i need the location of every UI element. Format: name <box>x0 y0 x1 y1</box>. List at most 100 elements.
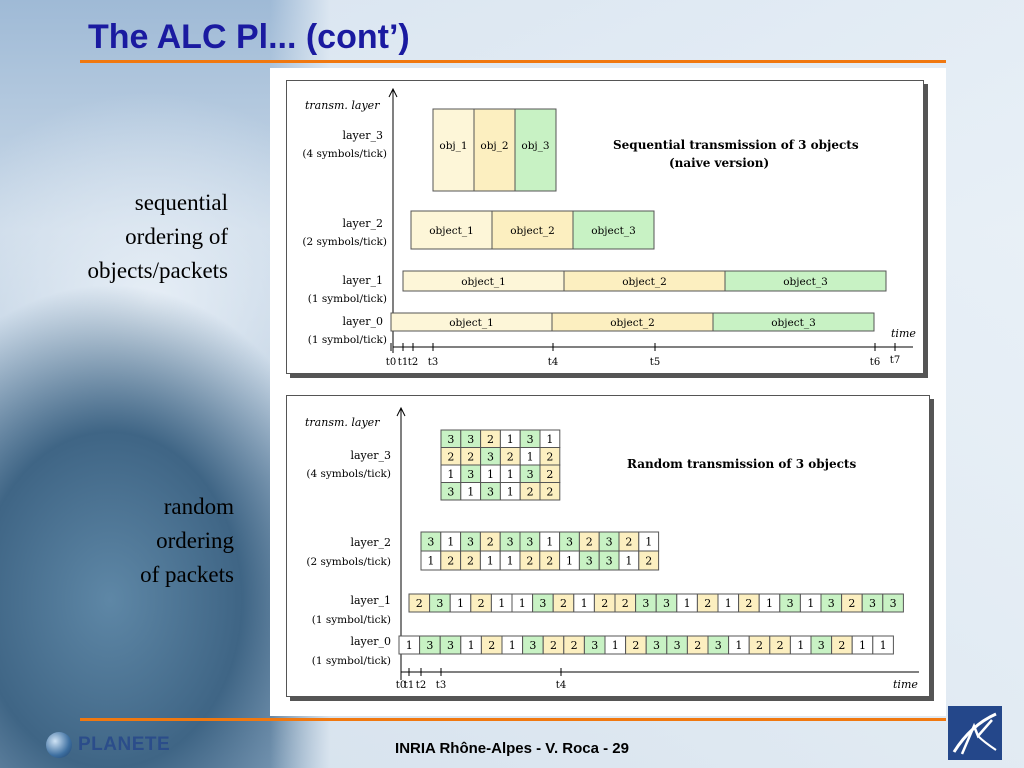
slide-title: The ALC Pl... (cont’) <box>88 18 410 56</box>
symbol-value: 2 <box>467 450 474 463</box>
symbol-value: 1 <box>507 555 514 568</box>
symbol-value: 3 <box>436 597 443 610</box>
symbol-value: 1 <box>406 639 413 652</box>
object-block <box>410 210 493 250</box>
symbol-value: 1 <box>546 536 553 549</box>
symbol-value: 2 <box>487 536 494 549</box>
y-axis-arrow <box>396 406 406 417</box>
tick-label: t7 <box>890 355 900 366</box>
symbol-value: 2 <box>416 597 423 610</box>
symbol-value: 2 <box>447 450 454 463</box>
object-block-label: obj_3 <box>521 140 549 152</box>
symbol-value: 3 <box>487 450 494 463</box>
symbol-value: 3 <box>487 485 494 498</box>
symbol-value: 3 <box>447 485 454 498</box>
object-block-label: object_1 <box>429 225 474 237</box>
tick-label: t6 <box>870 357 880 368</box>
symbol-value: 1 <box>766 597 773 610</box>
symbol-value: 3 <box>526 536 533 549</box>
symbol-value: 1 <box>447 536 454 549</box>
layer-rate: (4 symbols/tick) <box>302 148 387 160</box>
symbol-value: 2 <box>745 597 752 610</box>
symbol-value: 1 <box>859 639 866 652</box>
symbol-cell <box>882 593 904 613</box>
symbol-value: 2 <box>694 639 701 652</box>
symbol-value: 1 <box>519 597 526 610</box>
symbol-value: 3 <box>447 639 454 652</box>
layer-rate: (2 symbols/tick) <box>306 556 391 568</box>
object-block <box>572 210 655 250</box>
symbol-value: 2 <box>546 468 553 481</box>
layer-rate: (1 symbol/tick) <box>312 655 391 667</box>
symbol-value: 3 <box>591 639 598 652</box>
symbol-value: 2 <box>622 597 629 610</box>
symbol-value: 3 <box>869 597 876 610</box>
object-block <box>514 108 557 192</box>
object-block-label: object_3 <box>771 317 816 329</box>
symbol-value: 1 <box>625 555 632 568</box>
tick-label: t5 <box>650 357 660 368</box>
layer-name: layer_0 <box>350 635 391 648</box>
symbol-cell <box>872 635 894 655</box>
symbol-value: 2 <box>527 485 534 498</box>
symbol-value: 2 <box>467 555 474 568</box>
symbol-value: 2 <box>625 536 632 549</box>
symbol-value: 1 <box>498 597 505 610</box>
slide-footer: INRIA Rhône-Alpes - V. Roca - 29 <box>395 740 629 757</box>
symbol-value: 3 <box>606 555 613 568</box>
symbol-value: 3 <box>467 468 474 481</box>
symbol-value: 1 <box>797 639 804 652</box>
object-block <box>491 210 574 250</box>
y-axis-label: transm. layer <box>305 99 380 112</box>
layer-name: layer_2 <box>342 217 383 230</box>
caption-line2: (naive version) <box>669 156 769 170</box>
symbol-cell <box>638 550 660 571</box>
object-block-label: object_3 <box>783 276 828 288</box>
layer-name: layer_3 <box>350 449 391 462</box>
symbol-value: 2 <box>560 597 567 610</box>
footer-rule <box>80 718 946 721</box>
symbol-value: 2 <box>704 597 711 610</box>
symbol-value: 3 <box>527 433 534 446</box>
symbol-value: 1 <box>581 597 588 610</box>
symbol-value: 1 <box>509 639 516 652</box>
layer-name: layer_0 <box>342 315 383 328</box>
object-block-label: object_1 <box>449 317 494 329</box>
symbol-value: 2 <box>601 597 608 610</box>
sequential-label: sequential ordering of objects/packets <box>87 190 228 283</box>
symbol-value: 3 <box>427 536 434 549</box>
symbol-value: 2 <box>848 597 855 610</box>
symbol-value: 1 <box>447 468 454 481</box>
symbol-value: 2 <box>546 485 553 498</box>
layer-rate: (4 symbols/tick) <box>306 468 391 480</box>
random-label: random ordering of packets <box>140 494 234 587</box>
symbol-value: 3 <box>606 536 613 549</box>
symbol-value: 1 <box>487 468 494 481</box>
symbol-value: 3 <box>467 433 474 446</box>
symbol-value: 3 <box>663 597 670 610</box>
layer-name: layer_3 <box>342 129 383 142</box>
layer-rate: (1 symbol/tick) <box>312 614 391 626</box>
symbol-value: 1 <box>427 555 434 568</box>
tick-label: t4 <box>556 680 566 691</box>
caption-line1: Sequential transmission of 3 objects <box>613 138 859 152</box>
symbol-value: 1 <box>807 597 814 610</box>
object-block-label: object_2 <box>622 276 667 288</box>
symbol-value: 3 <box>787 597 794 610</box>
tick-label: t0 <box>386 357 396 368</box>
layer-name: layer_1 <box>350 594 391 607</box>
symbol-value: 2 <box>550 639 557 652</box>
symbol-value: 1 <box>527 450 534 463</box>
symbol-value: 3 <box>890 597 897 610</box>
title-underline <box>80 60 946 63</box>
logo-text: PLANETE <box>78 734 171 755</box>
tick-label: t2 <box>416 680 426 691</box>
object-block-label: object_3 <box>591 225 636 237</box>
object-block-label: obj_1 <box>439 140 467 152</box>
object-block <box>432 108 475 192</box>
globe-icon <box>46 732 72 758</box>
symbol-value: 1 <box>566 555 573 568</box>
symbol-value: 1 <box>507 468 514 481</box>
